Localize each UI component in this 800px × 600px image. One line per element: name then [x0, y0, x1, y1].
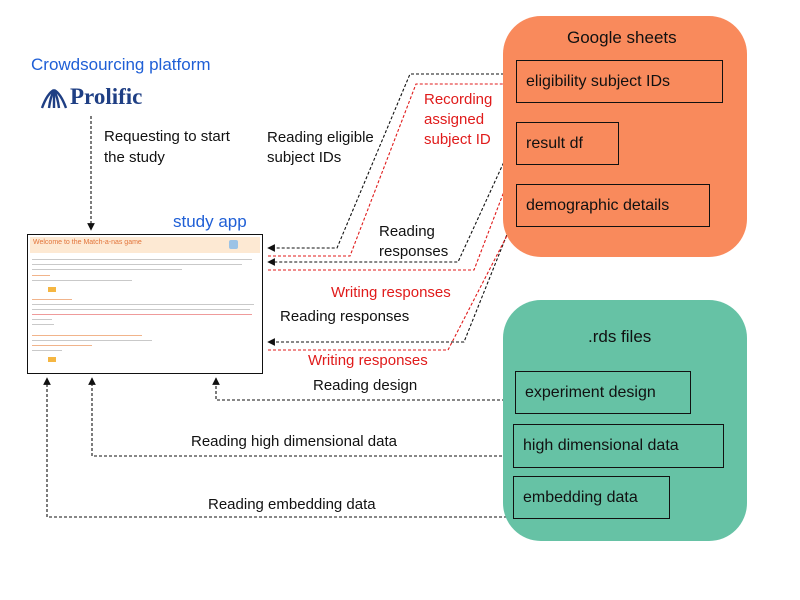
prolific-logo-text: Prolific: [70, 84, 143, 109]
label-reading-eligible-line2: subject IDs: [267, 149, 342, 166]
label-writing-responses-2: Writing responses: [308, 352, 428, 369]
label-recording-line3: subject ID: [424, 131, 491, 148]
app-text-line: [32, 280, 132, 281]
arrow-read-responses-1: [267, 139, 515, 266]
app-text-line: [32, 299, 72, 300]
app-header: Welcome to the Match-a-nas game: [30, 237, 260, 253]
label-reading-embedding: Reading embedding data: [208, 496, 376, 513]
prolific-logo-icon: [40, 88, 68, 109]
experiment-design-box: experiment design: [515, 371, 691, 414]
arrow-read-eligible: [267, 73, 514, 252]
app-text-line: [32, 259, 252, 260]
google-sheets-panel: [503, 16, 747, 257]
app-text-line: [32, 335, 142, 336]
app-text-line: [32, 269, 182, 270]
app-text-line: [32, 319, 52, 320]
label-reading-responses-1-line2: responses: [379, 243, 449, 260]
request-label-line1: Requesting to start: [104, 128, 230, 145]
label-writing-responses-1: Writing responses: [331, 284, 451, 301]
label-reading-responses-2: Reading responses: [280, 308, 410, 325]
app-logo-icon: [229, 240, 238, 249]
arrow-read-high-dim: [88, 377, 512, 457]
demographic-details-box: demographic details: [516, 184, 710, 227]
app-button: [48, 287, 56, 292]
label-recording-line1: Recording: [424, 91, 493, 108]
label-recording-line2: assigned: [424, 111, 485, 128]
app-text-line: [32, 304, 254, 305]
arrow-write-responses-2: [268, 221, 515, 351]
app-text-line: [32, 324, 54, 325]
label-reading-eligible-line1: Reading eligible: [267, 129, 374, 146]
rds-files-title: .rds files: [588, 327, 652, 346]
arrow-record-id: [268, 80, 513, 257]
label-reading-responses-1-line1: Reading: [379, 223, 435, 240]
app-text-line: [32, 314, 252, 315]
study-app-label: study app: [173, 212, 247, 231]
high-dim-data-box: high dimensional data: [513, 424, 724, 468]
app-text-line: [32, 264, 242, 265]
platform-title: Crowdsourcing platform: [31, 55, 211, 74]
arrow-write-responses-1: [268, 159, 518, 271]
study-app-window: Welcome to the Match-a-nas game: [27, 234, 263, 374]
google-sheets-title: Google sheets: [567, 28, 677, 47]
embedding-data-box: embedding data: [513, 476, 670, 519]
app-text-line: [32, 340, 152, 341]
result-df-box: result df: [516, 122, 619, 165]
app-text-line: [32, 350, 62, 351]
app-text-line: [32, 309, 250, 310]
label-reading-design: Reading design: [313, 377, 418, 394]
rds-files-panel: [503, 300, 747, 541]
app-text-line: [32, 275, 50, 276]
eligibility-ids-box: eligibility subject IDs: [516, 60, 723, 103]
request-label-line2: the study: [104, 149, 165, 166]
app-text-line: [32, 345, 92, 346]
app-button: [48, 357, 56, 362]
label-reading-high-dim: Reading high dimensional data: [191, 433, 397, 450]
arrow-read-responses-2: [267, 211, 517, 346]
app-window-title: Welcome to the Match-a-nas game: [33, 239, 142, 246]
arrow-read-embedding: [43, 377, 512, 518]
